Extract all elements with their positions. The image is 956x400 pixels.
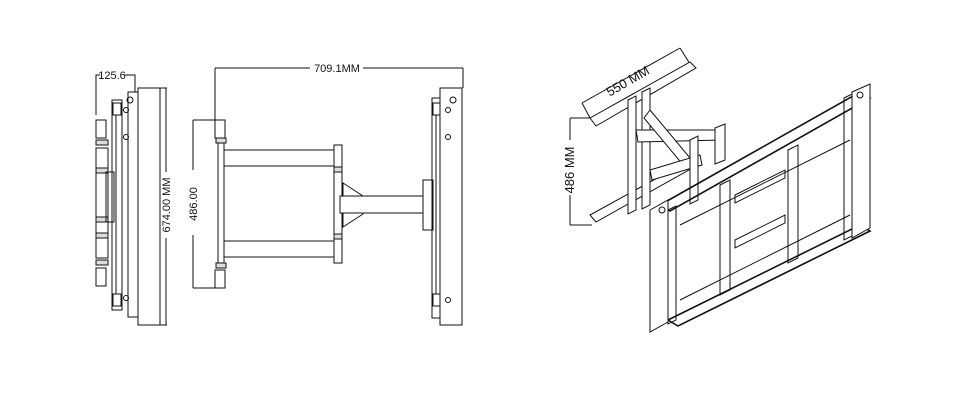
side-view: 125.6 674.00 MM — [95, 70, 173, 326]
side-height-label: 674.00 MM — [161, 177, 173, 232]
front-view: 709.1MM 486.00 — [188, 63, 464, 326]
side-depth-label: 125.6 — [98, 70, 126, 82]
isometric-view: 550 MM 486 MM — [562, 47, 872, 333]
wall-plate-height-label: 486.00 — [188, 187, 200, 221]
extension-label: 709.1MM — [314, 63, 360, 75]
iso-height-label: 486 MM — [562, 147, 577, 194]
